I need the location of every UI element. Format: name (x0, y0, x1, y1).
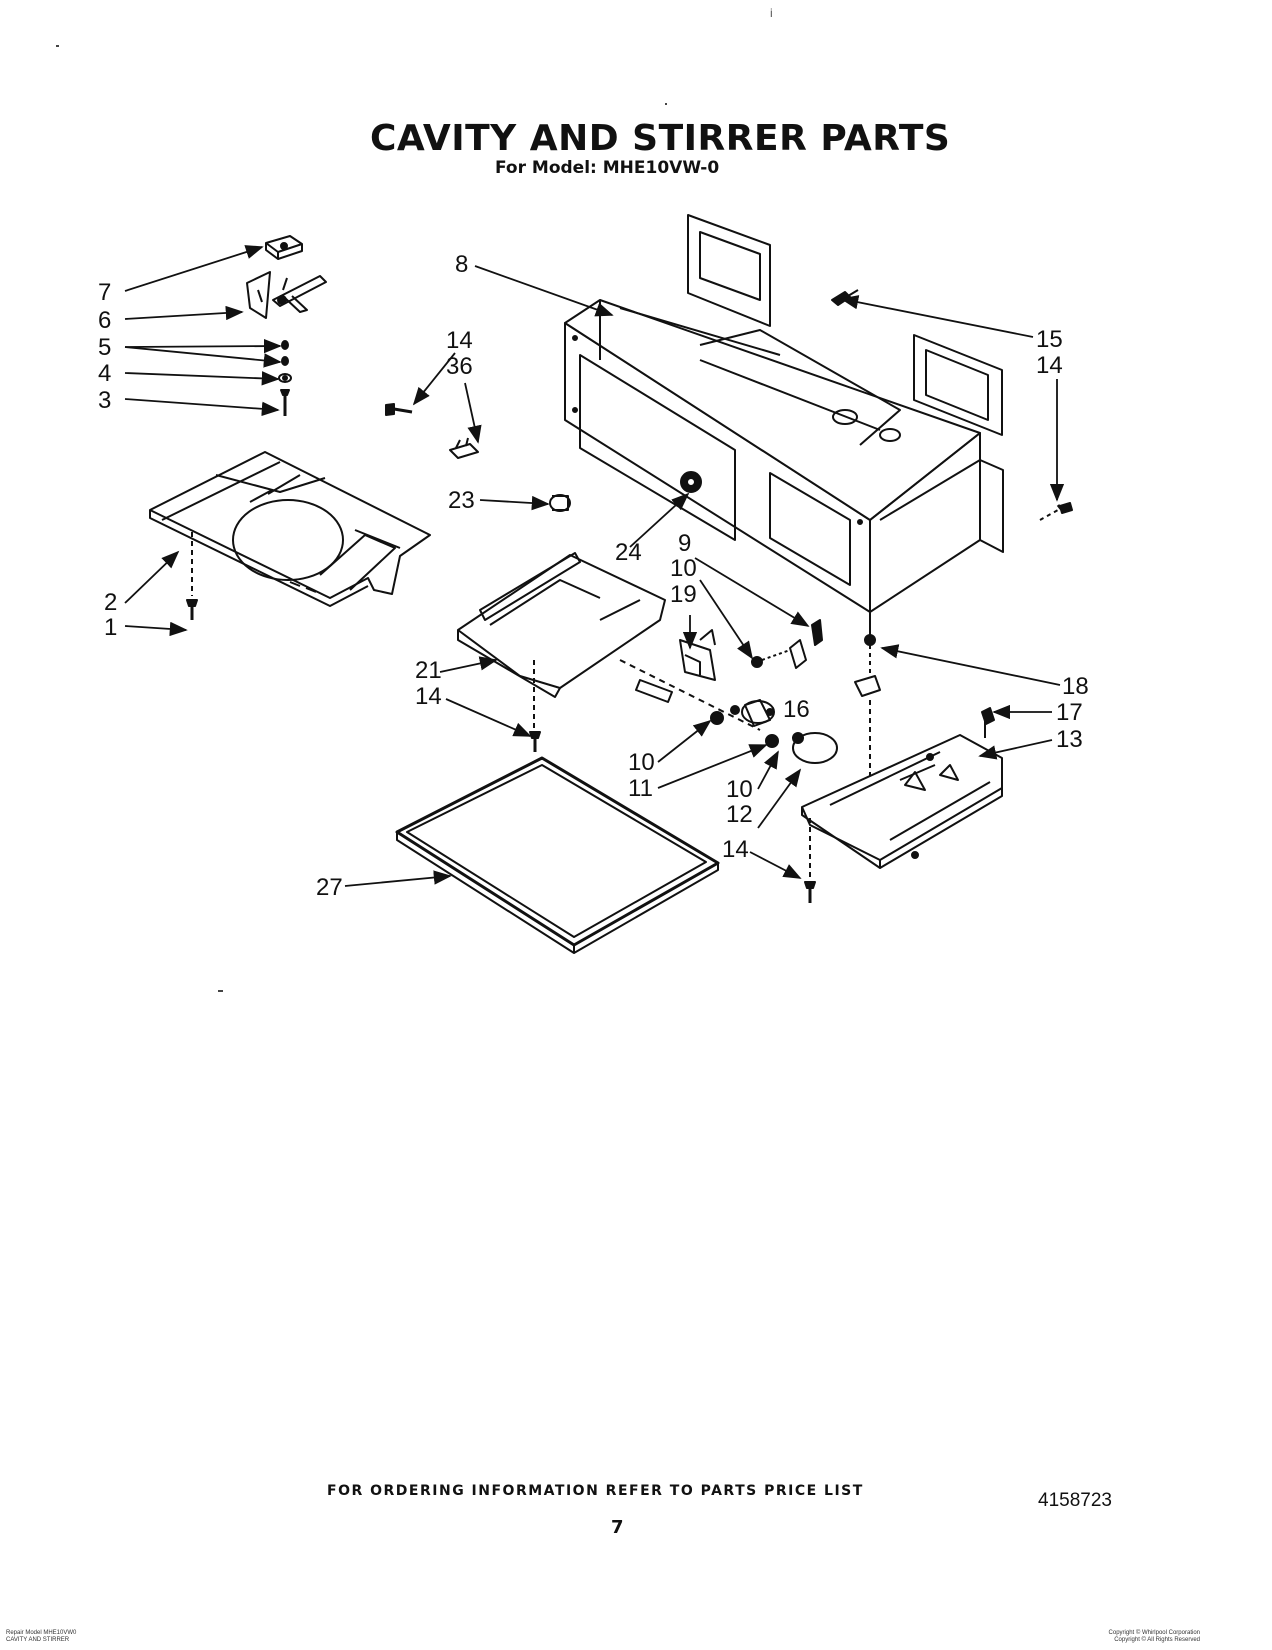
callout-numbers: 7 6 5 4 3 2 1 14 36 23 24 8 15 14 9 10 1… (98, 251, 1089, 901)
callout-21: 21 (415, 657, 442, 684)
callout-leaders (124, 245, 1065, 887)
callout-4: 4 (98, 360, 111, 387)
footer-right-line: Copyright © All Rights Reserved (1114, 1637, 1200, 1643)
document-number: 4158723 (1038, 1490, 1112, 1511)
cavity-screw-right (1039, 502, 1073, 521)
callout-14: 14 (722, 836, 749, 863)
callout-10: 10 (628, 749, 655, 776)
cavity-tray-part (395, 756, 720, 954)
ordering-note: FOR ORDERING INFORMATION REFER TO PARTS … (327, 1483, 864, 1499)
callout-9: 9 (678, 530, 691, 557)
lamp-bulb-part (792, 732, 838, 764)
bracket-clip-part (981, 707, 995, 725)
scan-specks (56, 45, 667, 992)
base-plate-screw (804, 818, 816, 903)
stirrer-fan-part (246, 271, 327, 319)
stirrer-cover-part (149, 451, 431, 620)
lamp-socket-part (619, 659, 779, 748)
callout-5: 5 (98, 334, 111, 361)
callout-16: 16 (783, 696, 810, 723)
callout-10: 10 (726, 776, 753, 803)
stirrer-shaft-hardware (278, 340, 292, 416)
callout-8: 8 (455, 251, 468, 278)
callout-12: 12 (726, 801, 753, 828)
callout-14: 14 (415, 683, 442, 710)
cavity-clip-part (831, 289, 859, 306)
callout-1: 1 (104, 614, 117, 641)
cavity-grommet-part (680, 471, 702, 493)
base-plate-part (801, 720, 1003, 869)
callout-2: 2 (104, 589, 117, 616)
callout-6: 6 (98, 307, 111, 334)
callout-14: 14 (1036, 352, 1063, 379)
callout-23: 23 (448, 487, 475, 514)
page-number: 7 (611, 1517, 624, 1538)
footer-left: Repair Model MHE10VW0 CAVITY AND STIRRER (6, 1630, 76, 1644)
footer-left-line: Repair Model MHE10VW0 (6, 1630, 77, 1636)
door-switch-part (751, 619, 823, 669)
cavity-frame-part (564, 214, 1004, 613)
switch-bracket-part (679, 629, 716, 681)
stirrer-bracket-part (265, 235, 303, 260)
lamp-housing-part (457, 552, 666, 730)
callout-14: 14 (446, 327, 473, 354)
cavity-knob-part (549, 494, 571, 512)
callout-10: 10 (670, 555, 697, 582)
callout-15: 15 (1036, 326, 1063, 353)
callout-36: 36 (446, 353, 473, 380)
lamp-housing-screw (529, 731, 541, 752)
callout-19: 19 (670, 581, 697, 608)
page-title: CAVITY AND STIRRER PARTS (370, 118, 951, 159)
callout-3: 3 (98, 387, 111, 414)
scan-mark: i (770, 6, 773, 20)
callout-7: 7 (98, 279, 111, 306)
callout-11: 11 (628, 775, 653, 802)
callout-24: 24 (615, 539, 642, 566)
footer-right-line: Copyright © Whirlpool Corporation (1108, 1630, 1200, 1636)
footer-copyright: Copyright © Whirlpool Corporation Copyri… (1000, 1630, 1200, 1644)
callout-18: 18 (1062, 673, 1089, 700)
callout-27: 27 (316, 874, 343, 901)
screw-and-clip-hardware (385, 403, 479, 459)
model-subtitle: For Model: MHE10VW-0 (495, 158, 720, 178)
callout-17: 17 (1056, 699, 1083, 726)
footer-left-line: CAVITY AND STIRRER (6, 1637, 70, 1643)
callout-13: 13 (1056, 726, 1083, 753)
